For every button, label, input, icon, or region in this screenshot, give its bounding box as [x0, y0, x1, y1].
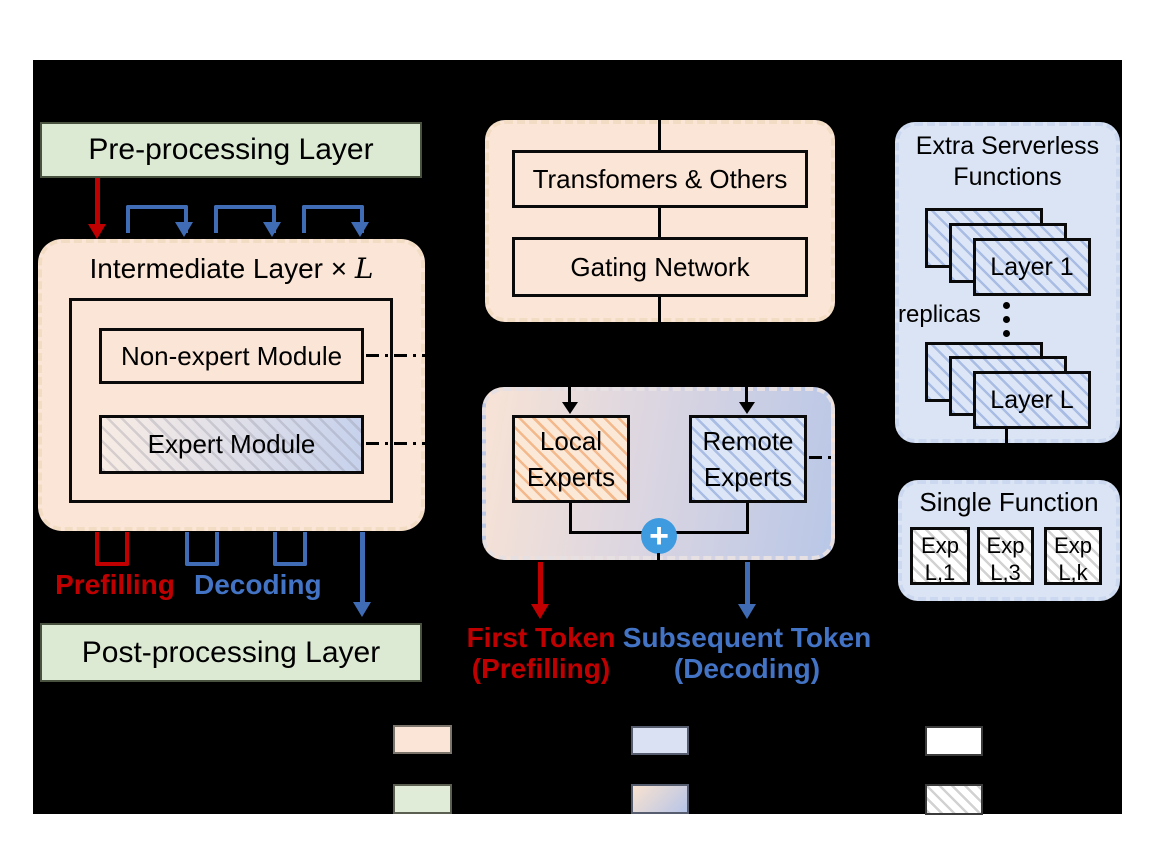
first-token-label-line1: First Token — [466, 622, 616, 653]
decode-loop-arrow-3 — [302, 205, 364, 233]
decode-loop-arrow-3-head-icon — [351, 222, 369, 237]
remote-input-arrow-head-icon — [739, 402, 755, 414]
exp-box-1: Exp L,1 — [910, 527, 970, 585]
exp-box-2: Exp L,3 — [977, 527, 1034, 585]
exp-box-3: Exp L,k — [1044, 527, 1102, 585]
decoding-bracket-1 — [185, 532, 219, 566]
legend-swatch-plain — [925, 726, 983, 756]
local-input-arrow-head-icon — [562, 402, 578, 414]
remote-merge-vline — [746, 503, 749, 534]
output-arrow-stem — [360, 532, 365, 604]
prefill-input-arrow-stem — [95, 178, 100, 226]
remote-merge-hline — [674, 531, 749, 534]
subsequent-token-arrow-head-icon — [738, 604, 756, 619]
prefilling-label: Prefilling — [55, 569, 175, 600]
post-processing-layer-box: Post-processing Layer — [40, 623, 422, 682]
prefill-input-arrow-head-icon — [88, 224, 106, 239]
intermediate-layer-title: Intermediate Layer × L — [89, 252, 374, 285]
intermediate-inner-box — [69, 298, 393, 503]
intermediate-layer-panel — [38, 239, 425, 531]
subsequent-token-arrow-stem — [745, 562, 750, 606]
replicas-ellipsis-dot-2 — [1003, 316, 1010, 323]
prefilling-bracket — [95, 532, 129, 566]
decode-loop-arrow-1 — [126, 205, 188, 233]
layerL-card-front: Layer L — [973, 371, 1091, 429]
local-input-arrow-stem — [568, 378, 571, 404]
moe-vline-bottom — [658, 297, 661, 327]
expert-module-box: Expert Module — [99, 415, 364, 474]
legend-swatch-gradient — [631, 784, 689, 814]
moe-vline-mid — [658, 208, 661, 237]
remote-experts-box: Remote Experts — [689, 415, 807, 503]
extra-serverless-title: Extra Serverless Functions — [915, 132, 1100, 191]
non-expert-module-box: Non-expert Module — [99, 328, 364, 384]
subsequent-token-label-line1: Subsequent Token — [622, 622, 872, 653]
pre-processing-layer-label: Pre-processing Layer — [88, 133, 374, 166]
layer1-card-front: Layer 1 — [973, 238, 1091, 296]
transformers-box: Transfomers & Others — [512, 150, 808, 208]
gating-network-box: Gating Network — [512, 237, 808, 297]
local-merge-vline — [569, 503, 572, 534]
replicas-label: replicas — [898, 301, 981, 328]
replicas-ellipsis-dot-3 — [1003, 330, 1010, 337]
decode-loop-arrow-1-head-icon — [175, 222, 193, 237]
legend-swatch-moe-layer — [393, 725, 452, 754]
legend-swatch-serverless — [631, 726, 689, 755]
output-arrow-head-icon — [353, 602, 371, 617]
remote-input-arrow-stem — [745, 378, 748, 404]
decoding-bracket-2 — [273, 532, 307, 566]
post-processing-layer-label: Post-processing Layer — [81, 635, 381, 669]
local-merge-hline — [569, 531, 645, 534]
local-experts-box: Local Experts — [512, 415, 630, 503]
legend-swatch-hatched — [925, 784, 983, 815]
expert-link-dashdot — [366, 442, 432, 445]
pre-processing-layer-box: Pre-processing Layer — [40, 122, 422, 178]
remote-link-dashdot — [809, 456, 843, 459]
single-function-title: Single Function — [919, 487, 1099, 517]
first-token-arrow-stem — [538, 562, 543, 606]
replicas-ellipsis-dot-1 — [1003, 302, 1010, 309]
decode-loop-arrow-2 — [214, 205, 276, 233]
non-expert-link-dashdot — [366, 354, 432, 357]
legend-swatch-processing-layer — [393, 784, 452, 814]
plus-output-vline — [657, 553, 660, 561]
decode-loop-arrow-2-head-icon — [263, 222, 281, 237]
first-token-label-line2: (Prefilling) — [471, 653, 611, 684]
decoding-label: Decoding — [194, 569, 322, 600]
aggregate-plus-icon: + — [641, 518, 677, 554]
layerL-output-vline — [1005, 429, 1008, 443]
moe-vline-top — [658, 120, 661, 150]
subsequent-token-label-line2: (Decoding) — [673, 653, 821, 684]
first-token-arrow-head-icon — [531, 604, 549, 619]
